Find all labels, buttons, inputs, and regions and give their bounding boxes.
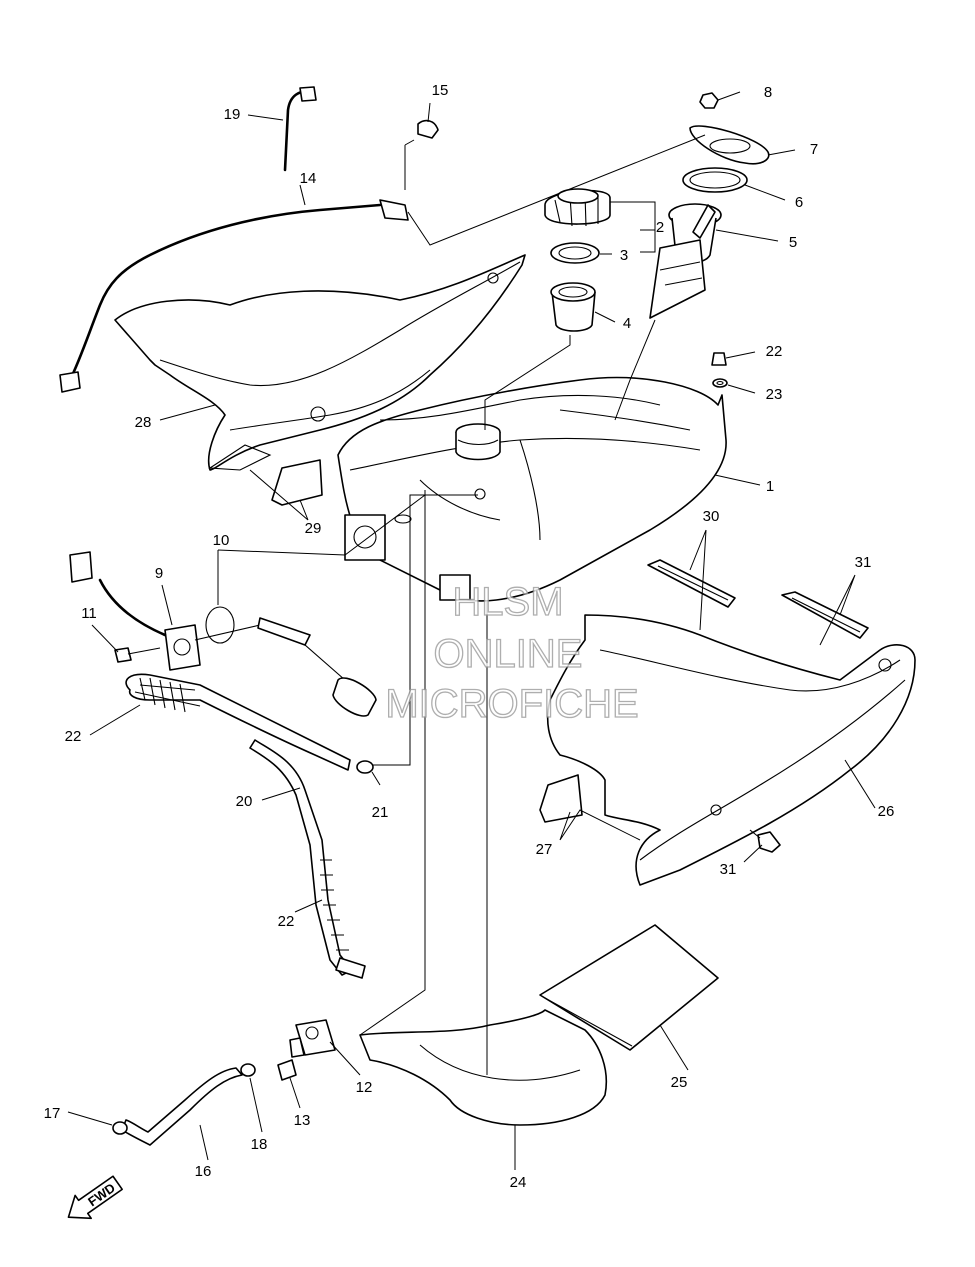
callout-14: 14 bbox=[300, 170, 317, 187]
watermark-line-2: ONLINE bbox=[434, 632, 583, 676]
watermark-line-1: HLSM bbox=[452, 580, 563, 624]
o-ring-10 bbox=[205, 550, 235, 644]
callout-19: 19 bbox=[224, 106, 241, 123]
cable-band-19 bbox=[283, 86, 317, 172]
sender-unit bbox=[69, 551, 377, 717]
callout-1: 1 bbox=[766, 478, 774, 495]
filler-neck bbox=[550, 282, 596, 332]
damper-strip-31b bbox=[781, 591, 869, 639]
fuel-pump bbox=[649, 203, 722, 319]
callout-15: 15 bbox=[432, 82, 449, 99]
callout-31a: 30 bbox=[703, 508, 720, 525]
nut-23 bbox=[711, 352, 727, 366]
callout-25: 24 bbox=[510, 1174, 527, 1191]
callout-16: 16 bbox=[195, 1163, 212, 1180]
heat-insulator bbox=[359, 1009, 608, 1126]
damper-26 bbox=[539, 924, 719, 1051]
washer-24 bbox=[712, 378, 728, 388]
clamp-15 bbox=[404, 119, 439, 190]
protector-22a bbox=[139, 677, 186, 713]
callout-23: 22 bbox=[766, 343, 783, 360]
bolt-13 bbox=[277, 1059, 297, 1081]
fwd-arrow: FWD bbox=[67, 1175, 123, 1220]
callout-10: 10 bbox=[213, 532, 230, 549]
fuel-pipe bbox=[121, 1067, 243, 1146]
protector-22b bbox=[320, 859, 366, 979]
callout-22a: 22 bbox=[65, 728, 82, 745]
callout-4: 4 bbox=[623, 315, 631, 332]
callout-27: 26 bbox=[878, 803, 895, 820]
watermark-line-3: MICROFICHE bbox=[385, 682, 638, 726]
callout-20: 20 bbox=[236, 793, 253, 810]
callout-22b: 22 bbox=[278, 913, 295, 930]
callout-17: 17 bbox=[44, 1105, 61, 1122]
callout-13: 13 bbox=[294, 1112, 311, 1129]
damper-strip-31a bbox=[647, 559, 736, 608]
bolt-32 bbox=[749, 829, 781, 853]
callout-3: 3 bbox=[620, 247, 628, 264]
callout-7: 7 bbox=[810, 141, 818, 158]
callout-30: 29 bbox=[305, 520, 322, 537]
emblem-left bbox=[271, 459, 323, 506]
hose-clip-18 bbox=[240, 1063, 256, 1077]
watermark: HLSM ONLINE MICROFICHE bbox=[385, 579, 640, 726]
callout-28: 27 bbox=[536, 841, 553, 858]
pump-plate bbox=[689, 125, 770, 165]
fuel-cap bbox=[544, 188, 611, 227]
leader-lines bbox=[67, 91, 876, 1170]
side-cover-left bbox=[114, 254, 526, 471]
pump-gasket bbox=[682, 167, 748, 193]
callout-31b: 31 bbox=[855, 554, 872, 571]
breather-hose bbox=[125, 673, 353, 976]
callout-5: 5 bbox=[789, 234, 797, 251]
screw-11 bbox=[114, 647, 161, 663]
callout-24: 23 bbox=[766, 386, 783, 403]
callout-9: 9 bbox=[155, 565, 163, 582]
fuel-tank bbox=[337, 376, 727, 602]
callout-26: 25 bbox=[671, 1074, 688, 1091]
callout-6: 6 bbox=[795, 194, 803, 211]
emblem-right bbox=[539, 774, 583, 823]
fuel-cock bbox=[289, 1019, 336, 1058]
cap-gasket bbox=[550, 242, 600, 264]
callout-12: 12 bbox=[356, 1079, 373, 1096]
callout-29: 28 bbox=[135, 414, 152, 431]
hose-clamp-21 bbox=[356, 494, 478, 774]
nut-8 bbox=[699, 92, 719, 109]
callout-labels: 8 7 6 5 2 3 4 22 23 1 30 31 26 27 31 15 … bbox=[44, 82, 895, 1191]
callout-2: 2 bbox=[656, 219, 664, 236]
hose-clip-17 bbox=[112, 1121, 128, 1135]
fuel-pump-lead bbox=[59, 134, 706, 393]
callout-21: 21 bbox=[372, 804, 389, 821]
callout-32: 31 bbox=[720, 861, 737, 878]
side-cover-right bbox=[546, 614, 916, 886]
callout-11: 11 bbox=[81, 605, 97, 622]
callout-8: 8 bbox=[764, 84, 772, 101]
callout-18: 18 bbox=[251, 1136, 268, 1153]
